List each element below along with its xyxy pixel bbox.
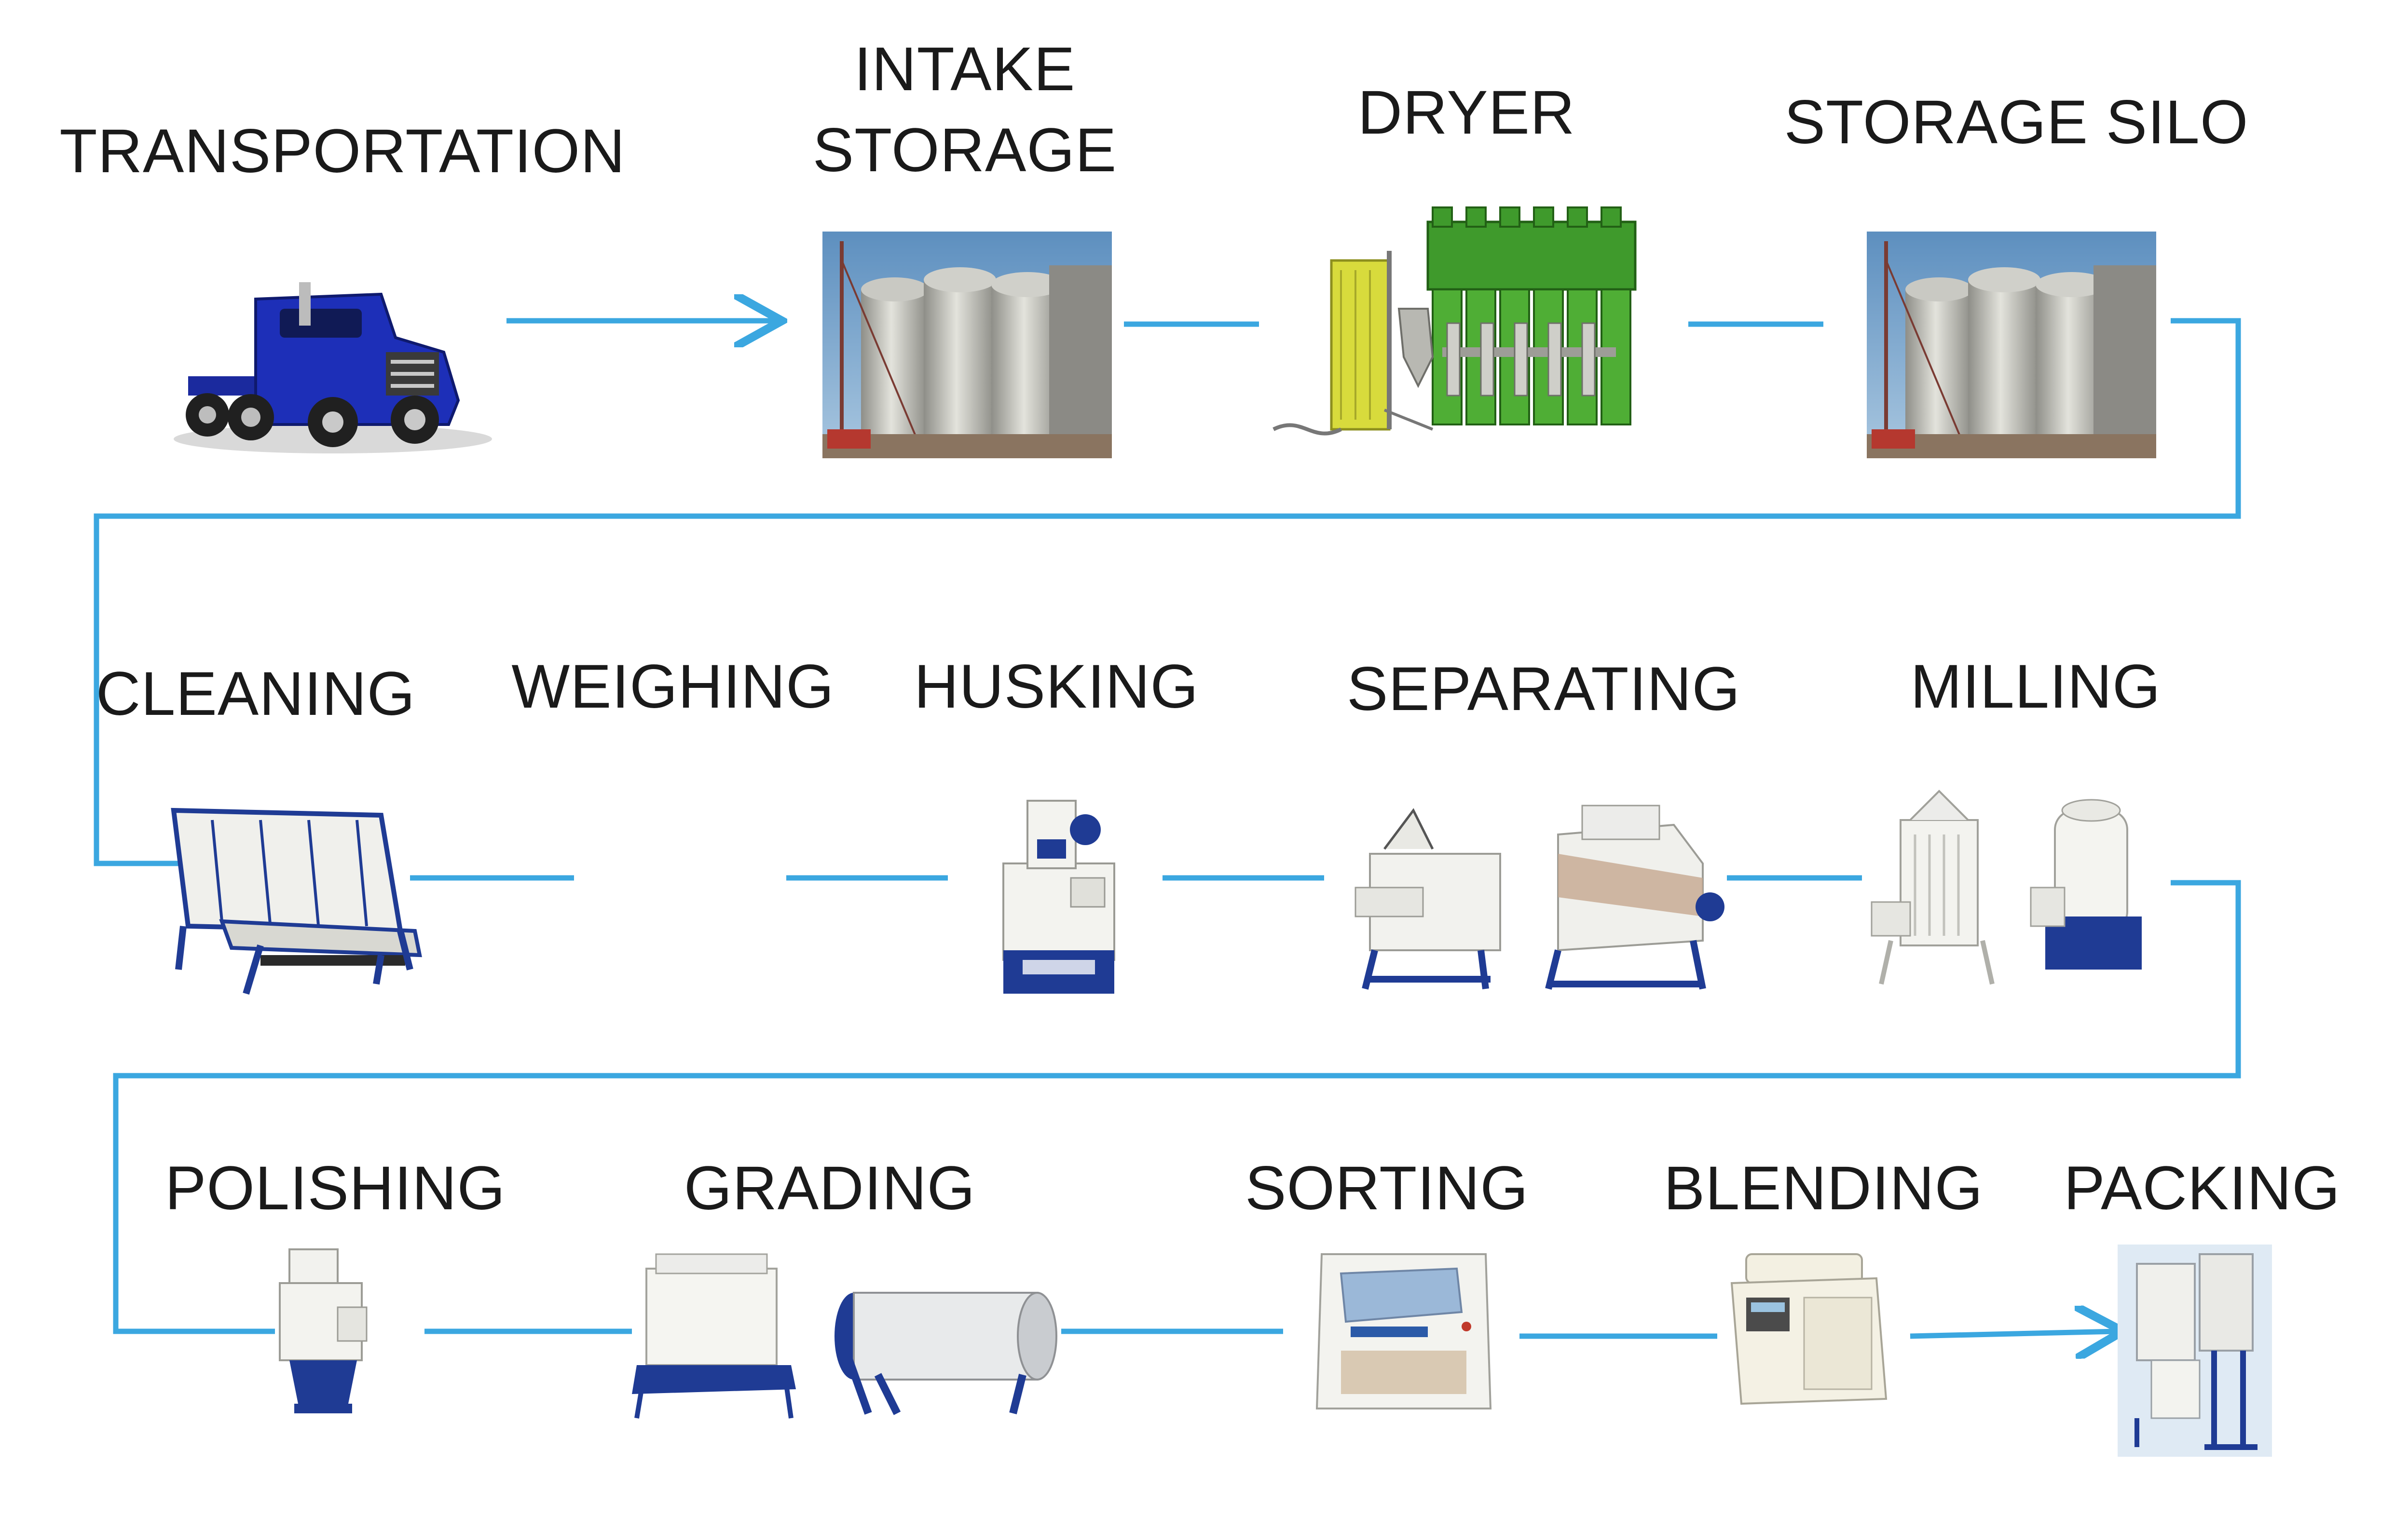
dryer-icon [1272, 206, 1637, 436]
step-label-separating: SEPARATING [1346, 655, 1741, 724]
polisher-icon [279, 1248, 368, 1413]
step-label-intake-storage: INTAKE STORAGE [813, 29, 1117, 191]
flow-lines [94, 318, 2241, 1336]
separator-icon [1354, 805, 1724, 990]
step-label-weighing: WEIGHING [511, 652, 835, 721]
step-label-sorting: SORTING [1245, 1154, 1529, 1223]
silo-photo-icon [1867, 232, 2156, 458]
cleaner-icon [171, 807, 422, 995]
step-label-blending: BLENDING [1663, 1154, 1984, 1223]
step-label-dryer: DRYER [1357, 78, 1575, 147]
step-label-transportation: TRANSPORTATION [59, 117, 626, 186]
silo-photo-icon [822, 232, 1112, 458]
grader-icon [632, 1253, 1057, 1419]
step-label-grading: GRADING [684, 1154, 976, 1223]
flow-line-row1-to-row2 [94, 318, 2241, 866]
husker-icon [1002, 800, 1115, 994]
step-label-storage-silo: STORAGE SILO [1784, 88, 2249, 157]
step-label-cleaning: CLEANING [96, 659, 416, 728]
step-label-husking: HUSKING [914, 652, 1199, 721]
truck-icon [174, 282, 492, 453]
flow-line-blending-to-packing [1910, 1331, 2118, 1336]
packer-icon [2118, 1245, 2272, 1457]
step-label-polishing: POLISHING [164, 1154, 506, 1223]
step-label-intake-storage-line1: INTAKE [854, 35, 1076, 104]
flow-line-row2-to-row3 [113, 880, 2241, 1334]
sorter-icon [1315, 1253, 1492, 1409]
step-label-intake-storage-line2: STORAGE [812, 116, 1117, 185]
blender-icon [1730, 1253, 1888, 1405]
mill-icon [1871, 790, 2142, 985]
step-label-packing: PACKING [2064, 1154, 2340, 1223]
step-label-milling: MILLING [1910, 652, 2161, 721]
